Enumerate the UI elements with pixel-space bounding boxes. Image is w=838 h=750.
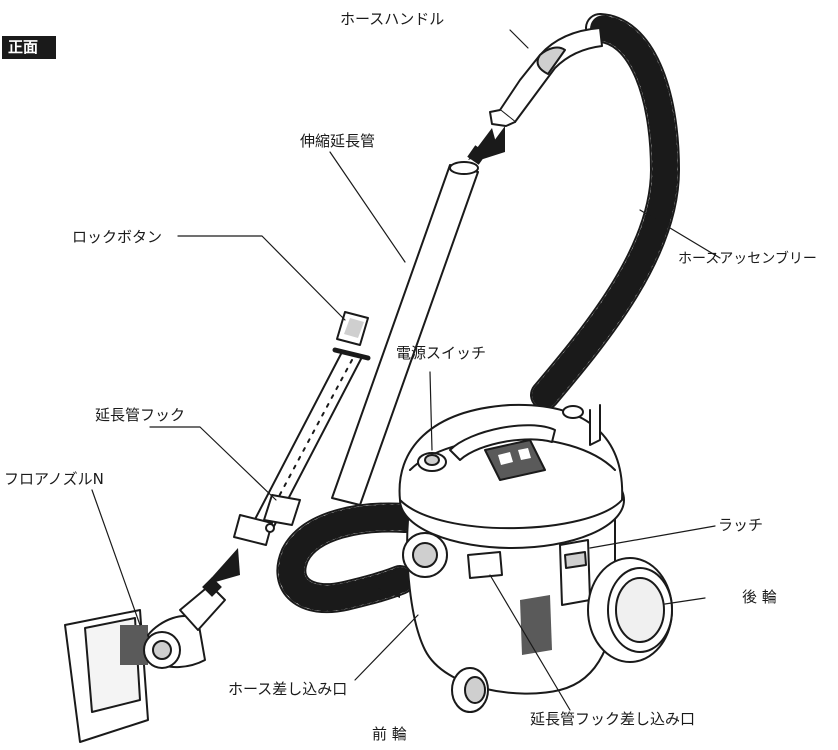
label-hose-assembly: ホースアッセンブリー xyxy=(678,251,817,267)
arrow-to-handle-head xyxy=(480,126,505,160)
view-badge: 正面 xyxy=(2,36,57,59)
arrow-hose-to-body xyxy=(370,568,400,598)
floor-nozzle xyxy=(64,584,226,743)
leader-lines xyxy=(91,29,721,711)
hose-handle xyxy=(489,27,603,127)
label-power-switch: 電源スイッチ xyxy=(396,344,487,362)
label-extension-pipe: 伸縮延長管 xyxy=(300,132,376,150)
arrow-nozzle-to-pipe xyxy=(205,548,240,585)
rear-wheel xyxy=(587,557,673,663)
assembly-arrows xyxy=(202,126,505,598)
label-hook-inlet: 延長管フック差し込み口 xyxy=(530,710,696,728)
label-hose-handle: ホースハンドル xyxy=(340,10,445,28)
label-rear-wheel: 後 輪 xyxy=(742,588,777,606)
extension-pipe xyxy=(233,161,479,546)
label-floor-nozzle: フロアノズルN xyxy=(4,470,104,488)
label-front-wheel: 前 輪 xyxy=(372,725,407,743)
label-hose-inlet: ホース差し込み口 xyxy=(228,680,348,698)
label-pipe-hook: 延長管フック xyxy=(95,406,186,424)
label-latch: ラッチ xyxy=(718,516,764,534)
label-lock-button: ロックボタン xyxy=(72,228,163,246)
vacuum-body xyxy=(398,403,625,695)
front-wheel xyxy=(451,667,489,713)
hose-assembly xyxy=(530,13,680,410)
